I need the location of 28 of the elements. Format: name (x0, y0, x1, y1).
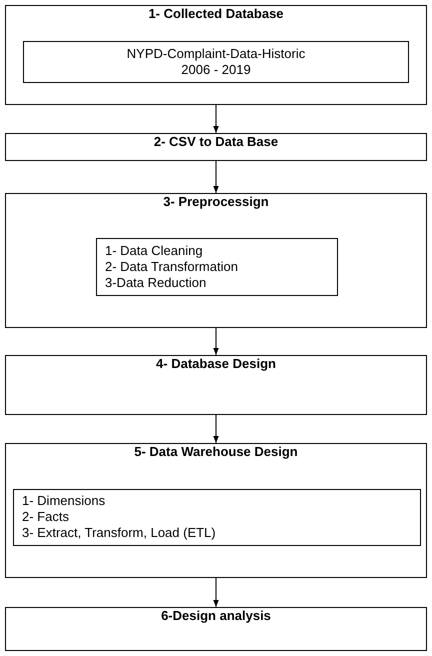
text-line: NYPD-Complaint-Data-Historic (126, 46, 306, 62)
text-box (13, 489, 421, 546)
process-box (5, 133, 427, 161)
process-box (5, 607, 427, 651)
arrow (213, 328, 219, 356)
text-box (23, 41, 409, 83)
list-item: 1- Dimensions (22, 493, 106, 509)
arrow (213, 104, 219, 134)
process-box (5, 193, 427, 328)
list-item: 1- Data Cleaning (105, 243, 204, 259)
list-item: 3- Extract, Transform, Load (ETL) (22, 525, 217, 541)
box-title: 1- Collected Database (147, 6, 285, 21)
arrow (213, 160, 219, 194)
list-item: 2- Data Transformation (105, 259, 239, 275)
box-title: 6-Design analysis (160, 608, 272, 623)
list-item: 3-Data Reduction (105, 275, 208, 291)
text-box (96, 238, 338, 296)
text-line: 2006 - 2019 (180, 62, 252, 78)
box-title: 5- Data Warehouse Design (133, 444, 299, 459)
process-box (5, 443, 427, 578)
arrow (213, 578, 219, 608)
process-box (5, 355, 427, 415)
arrow (213, 414, 219, 444)
box-title: 2- CSV to Data Base (152, 134, 280, 149)
list-item: 2- Facts (22, 509, 70, 525)
process-box (5, 5, 427, 105)
box-title: 3- Preprocessign (162, 194, 270, 209)
box-title: 4- Database Design (155, 356, 277, 371)
